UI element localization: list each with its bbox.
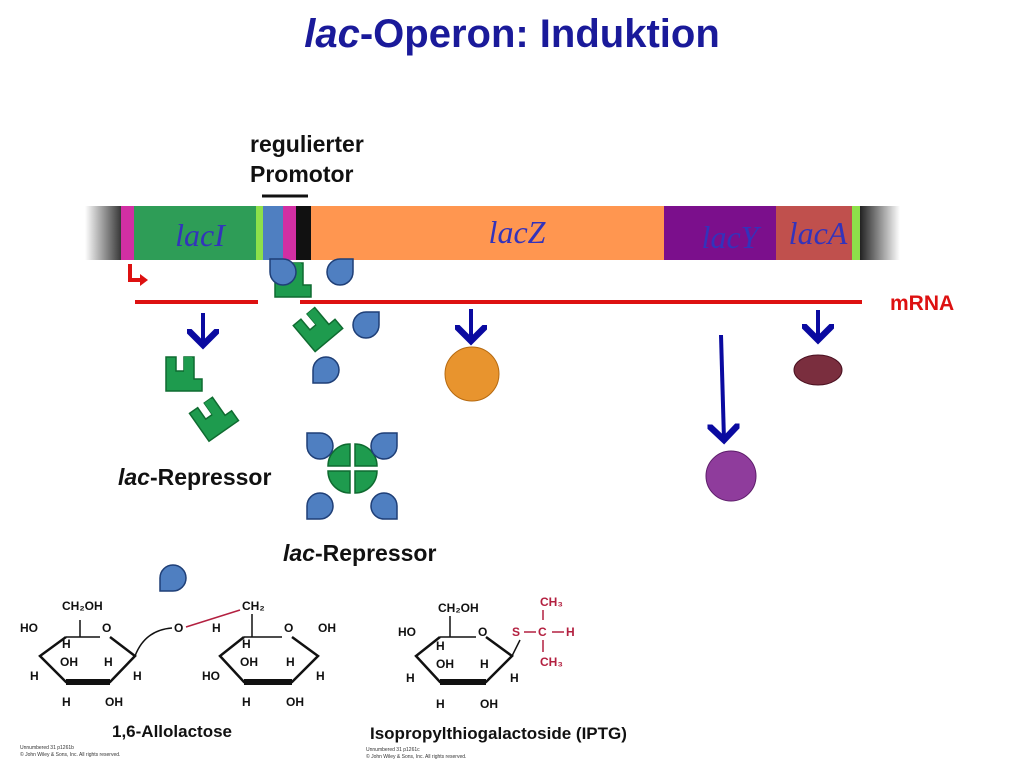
- repressor-label-1-rest: -Repressor: [150, 464, 271, 490]
- page-title: lac-Operon: Induktion: [0, 12, 1024, 57]
- allo-r2-oh-r: OH: [318, 621, 336, 635]
- free-lac-repressor: [165, 356, 240, 442]
- inactive-repressor-tetramer: [306, 432, 398, 520]
- iptg-oh2: OH: [480, 697, 498, 711]
- transcription-start-arrowhead: [140, 274, 148, 286]
- operator-segment: [263, 206, 283, 260]
- laci-gene: [134, 206, 256, 260]
- iptg-ch3-top: CH₃: [540, 595, 563, 609]
- iptg-ch3-bottom: CH₃: [540, 655, 563, 669]
- iptg-h3: H: [406, 671, 415, 685]
- iptg-oh1: OH: [436, 657, 454, 671]
- allolactose-structure: CH₂OH HO O H OH H H H H OH O CH₂ O OH H …: [20, 599, 336, 758]
- iptg-h: H: [566, 625, 575, 639]
- mrna-label: mRNA: [890, 292, 954, 315]
- repressor-label-1-italic: lac: [118, 464, 150, 490]
- repressor-leaving-operator: [269, 258, 380, 384]
- allo-r1-h3: H: [30, 669, 39, 683]
- allo-credit2: © John Wiley & Sons, Inc. All rights res…: [20, 751, 120, 758]
- repressor-label-2-italic: lac: [283, 540, 315, 566]
- promoter-label-line2: Promotor: [250, 161, 354, 187]
- promoter-segment: [283, 206, 296, 260]
- iptg-caption: Isopropylthiogalactoside (IPTG): [370, 724, 627, 743]
- iptg-s: S: [512, 625, 520, 639]
- allo-r1-ho: HO: [20, 621, 38, 635]
- allo-r1-h1: H: [62, 637, 71, 651]
- inducer-molecule: [159, 564, 187, 592]
- allo-r1-oh1: OH: [60, 655, 78, 669]
- transcription-start-arrow: [128, 264, 142, 282]
- translation-arrow-lacy: [721, 334, 724, 440]
- allo-r1-oh2: OH: [105, 695, 123, 709]
- allo-r2-o: O: [284, 621, 293, 635]
- allo-r1-top: CH₂OH: [62, 599, 103, 613]
- lacz-gene: [311, 206, 664, 260]
- lacz-label: lacZ: [489, 214, 547, 250]
- iptg-h1: H: [436, 639, 445, 653]
- laca-gene: [776, 206, 852, 260]
- allo-r1-h2: H: [104, 655, 113, 669]
- allo-r2-oh2: OH: [286, 695, 304, 709]
- repressor-label-1: lac-Repressor: [118, 464, 271, 490]
- allo-r1-o: O: [102, 621, 111, 635]
- iptg-structure: CH₂OH HO O H OH H H H H OH S C H CH₃ CH₃…: [366, 595, 627, 760]
- marker-1: [256, 206, 263, 260]
- allo-r2-oh1: OH: [240, 655, 258, 669]
- allo-r1-h5: H: [62, 695, 71, 709]
- allo-r1-h4: H: [133, 669, 142, 683]
- lacy-label: lacY: [702, 219, 762, 255]
- dna-strand: lacI lacZ lacY lacA: [85, 206, 900, 260]
- transacetylase-protein: [793, 354, 843, 386]
- repressor-label-2-rest: -Repressor: [315, 540, 436, 566]
- promoter-i-segment: [121, 206, 134, 260]
- marker-2: [852, 206, 860, 260]
- title-italic: lac: [304, 12, 360, 56]
- beta-galactosidase-protein: [444, 346, 500, 402]
- allo-r2-h5: H: [242, 695, 251, 709]
- iptg-ho: HO: [398, 625, 416, 639]
- allo-r2-top: CH₂: [242, 599, 265, 613]
- laca-label: lacA: [789, 215, 848, 251]
- dna-right-fade: [860, 206, 900, 260]
- iptg-top: CH₂OH: [438, 601, 479, 615]
- repressor-label-2: lac-Repressor: [283, 540, 436, 566]
- iptg-c: C: [538, 625, 547, 639]
- iptg-h2: H: [480, 657, 489, 671]
- iptg-credit1: Unnumbered 31 p1261c: [366, 747, 420, 753]
- title-rest: -Operon: Induktion: [359, 12, 720, 56]
- allo-r2-h3: H: [316, 669, 325, 683]
- iptg-h5: H: [436, 697, 445, 711]
- iptg-credit2: © John Wiley & Sons, Inc. All rights res…: [366, 753, 466, 760]
- iptg-o: O: [478, 625, 487, 639]
- dna-left-fade: [85, 206, 125, 260]
- allo-link-o: O: [174, 621, 183, 635]
- allo-r2-h1: H: [212, 621, 221, 635]
- laci-label: lacI: [175, 217, 226, 253]
- promoter-label-line1: regulierter: [250, 131, 364, 157]
- allo-credit1: Unnumbered 31 p1261b: [20, 745, 74, 751]
- allolactose-caption: 1,6-Allolactose: [112, 722, 232, 741]
- operator-black-segment: [296, 206, 311, 260]
- allo-r2-h2: H: [286, 655, 295, 669]
- permease-protein: [705, 450, 757, 502]
- lacy-gene: [664, 206, 776, 260]
- iptg-h4: H: [510, 671, 519, 685]
- allo-r2-h4: H: [242, 637, 251, 651]
- allo-r2-ho: HO: [202, 669, 220, 683]
